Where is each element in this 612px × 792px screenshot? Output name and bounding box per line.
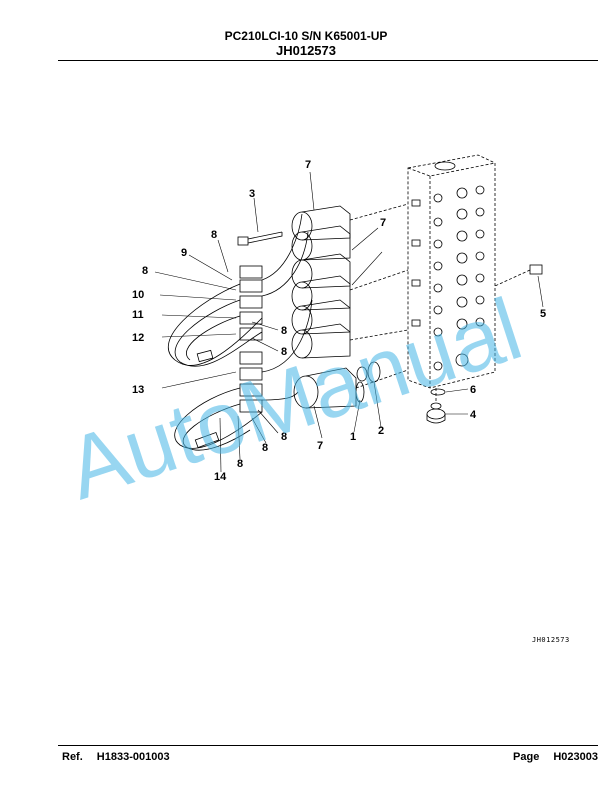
footer-ref-value: H1833-001003 [96, 751, 170, 763]
callout-labels: 7 7 7 3 8 9 8 10 11 12 8 8 13 8 8 8 14 1… [132, 159, 546, 483]
solenoid-valve-stack [291, 203, 409, 409]
bolt-3 [237, 231, 283, 246]
footer-rule [58, 745, 598, 746]
callout-6: 6 [470, 384, 476, 396]
callout-4: 4 [470, 409, 477, 421]
callout-7-bottom: 7 [317, 440, 323, 452]
valve-block [407, 154, 496, 389]
callout-8-mid-b: 8 [281, 346, 287, 358]
callout-leaders [154, 171, 544, 473]
header-code: JH012573 [276, 43, 336, 58]
figure-id: JH012573 [532, 636, 570, 644]
callout-1: 1 [350, 431, 356, 443]
footer-page-label: Page [513, 751, 540, 763]
callout-8-lower-c: 8 [237, 458, 243, 470]
connector-harness [167, 213, 313, 451]
o-ring-6 [430, 388, 446, 396]
header-model: PC210LCI-10 S/N K65001-UP [224, 29, 388, 43]
footer-ref-label: Ref. [62, 751, 83, 763]
header-rule [58, 60, 598, 61]
plug-4 [426, 388, 446, 424]
callout-14: 14 [214, 471, 227, 483]
callout-8-mid-a: 8 [281, 325, 287, 337]
callout-7-top: 7 [305, 159, 311, 171]
callout-9: 9 [181, 247, 187, 259]
callout-12: 12 [132, 332, 144, 344]
callout-8-left: 8 [142, 265, 148, 277]
callout-5: 5 [540, 308, 546, 320]
callout-2: 2 [378, 425, 384, 437]
callout-11: 11 [132, 309, 144, 321]
callout-3: 3 [249, 188, 255, 200]
callout-7-middle: 7 [380, 217, 386, 229]
ring-items-1-2 [355, 361, 381, 403]
footer-page: Page H023003 [513, 751, 598, 763]
callout-8-lower-b: 8 [262, 442, 268, 454]
callout-13: 13 [132, 384, 144, 396]
footer-page-value: H023003 [553, 751, 598, 763]
callout-8-lower-a: 8 [281, 431, 287, 443]
footer-ref: Ref. H1833-001003 [62, 751, 184, 763]
callout-8-top: 8 [211, 229, 217, 241]
plug-5 [494, 264, 543, 287]
callout-10: 10 [132, 289, 144, 301]
